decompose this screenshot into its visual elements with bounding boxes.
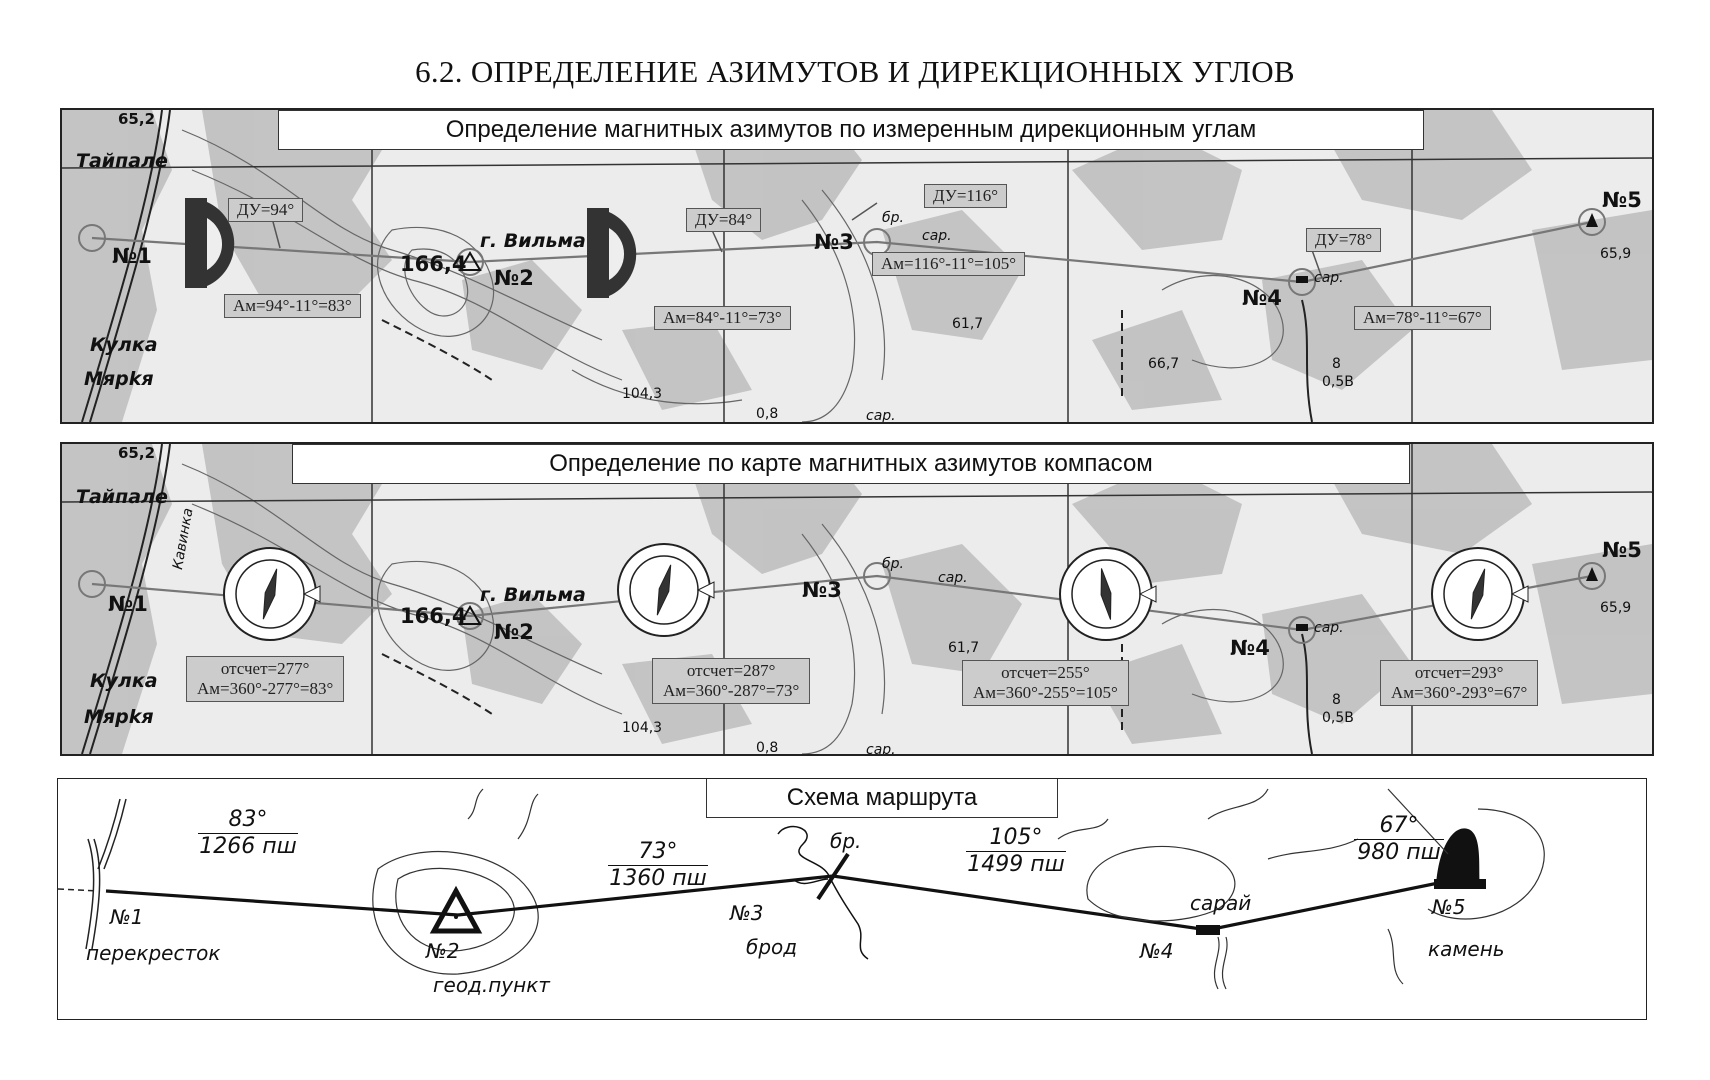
point-2-desc: геод.пункт xyxy=(433,973,550,997)
leg-3-azimuth: 105° xyxy=(966,825,1066,852)
reading-1-line1: отсчет=277° xyxy=(220,659,310,678)
depth-label-2: 0,8 xyxy=(756,740,779,756)
barn-label-2c: сар. xyxy=(866,742,896,756)
route-scheme: Схема маршрута 83° 1266 пш 73° 1360 пш 1… xyxy=(57,778,1647,1020)
height-65: 65,9 xyxy=(1600,246,1632,262)
height-66: 66,7 xyxy=(1148,356,1180,372)
point-5-desc: камень xyxy=(1428,937,1505,961)
height-104-2: 104,3 xyxy=(622,720,663,736)
elev-label-2: 65,2 xyxy=(118,444,156,462)
topo-map-2 xyxy=(62,444,1652,754)
point-2-label-2: №2 xyxy=(494,620,534,644)
leg-4-label: 67° 980 пш xyxy=(1354,813,1444,866)
point-3-label-2: №3 xyxy=(802,578,842,602)
place-vilma-2: г. Вильма xyxy=(480,584,586,606)
am-box-4: Ам=78°-11°=67° xyxy=(1354,306,1491,330)
ford-label-2: бр. xyxy=(882,556,904,572)
point-1-label-2: №1 xyxy=(108,592,148,616)
place-kulka: Кулка xyxy=(90,334,158,356)
point-4-label: №4 xyxy=(1242,286,1282,310)
scheme-title: Схема маршрута xyxy=(706,779,1058,818)
place-tajpale: Тайпале xyxy=(76,150,168,172)
du-box-3: ДУ=116° xyxy=(924,184,1008,208)
reading-3-line2: Ам=360°-255°=105° xyxy=(973,683,1118,702)
point-5-number: №5 xyxy=(1432,895,1466,919)
reading-box-2: отсчет=287° Ам=360°-287°=73° xyxy=(652,658,811,704)
du-box-2: ДУ=84° xyxy=(686,208,762,232)
map-panel-dirangles: Определение магнитных азимутов по измере… xyxy=(60,108,1654,424)
am-box-2: Ам=84°-11°=73° xyxy=(654,306,791,330)
reading-2-line2: Ам=360°-287°=73° xyxy=(663,681,800,700)
topo-map-1 xyxy=(62,110,1652,422)
leg-2-label: 73° 1360 пш xyxy=(608,839,708,892)
panel1-title: Определение магнитных азимутов по измере… xyxy=(278,110,1424,150)
place-kulka-2: Кулка xyxy=(90,670,158,692)
depth-label: 0,8 xyxy=(756,406,779,422)
river-bottom: 0,5В xyxy=(1322,374,1354,390)
ford-label: бр. xyxy=(882,210,904,226)
am-box-1: Ам=94°-11°=83° xyxy=(224,294,361,318)
reading-4-line2: Ам=360°-293°=67° xyxy=(1391,683,1528,702)
barn-label-2a: сар. xyxy=(938,570,968,586)
reading-4-line1: отсчет=293° xyxy=(1414,663,1504,682)
reading-box-1: отсчет=277° Ам=360°-277°=83° xyxy=(186,656,345,702)
point-3-desc: брод xyxy=(746,935,798,959)
leg-1-azimuth: 83° xyxy=(198,807,298,834)
point-3-label: №3 xyxy=(814,230,854,254)
leg-1-distance: 1266 пш xyxy=(199,834,297,859)
point-1-desc: перекресток xyxy=(86,941,221,965)
place-myarkya: Мярkя xyxy=(84,368,154,390)
barn-label-a: сар. xyxy=(922,228,952,244)
river-depth-2: 8 xyxy=(1332,692,1341,708)
leg-2-distance: 1360 пш xyxy=(609,866,707,891)
elev-label: 65,2 xyxy=(118,110,156,128)
point-5-label: №5 xyxy=(1602,188,1642,212)
point-4-label-2: №4 xyxy=(1230,636,1270,660)
compass-group xyxy=(223,543,1529,641)
place-myarkya-2: Мярkя xyxy=(84,706,154,728)
point-1-label: №1 xyxy=(112,244,152,268)
reading-1-line2: Ам=360°-277°=83° xyxy=(197,679,334,698)
point-2-number: №2 xyxy=(426,939,460,963)
reading-box-4: отсчет=293° Ам=360°-293°=67° xyxy=(1380,660,1539,706)
reading-3-line1: отсчет=255° xyxy=(1001,663,1090,682)
map-panel-compass: Определение по карте магнитных азимутов … xyxy=(60,442,1654,756)
du-box-1: ДУ=94° xyxy=(228,198,304,222)
place-tajpale-2: Тайпале xyxy=(76,486,168,508)
point-4-desc: сарай xyxy=(1190,891,1252,915)
page-title: 6.2. ОПРЕДЕЛЕНИЕ АЗИМУТОВ И ДИРЕКЦИОННЫХ… xyxy=(415,54,1295,89)
du-box-4: ДУ=78° xyxy=(1306,228,1382,252)
river-bottom-2: 0,5В xyxy=(1322,710,1354,726)
height-61: 61,7 xyxy=(952,316,984,332)
am-box-3: Ам=116°-11°=105° xyxy=(872,252,1026,276)
reading-box-3: отсчет=255° Ам=360°-255°=105° xyxy=(962,660,1129,706)
leg-3-label: 105° 1499 пш xyxy=(966,825,1066,878)
route-scheme-drawing xyxy=(58,788,1545,990)
height-61-2: 61,7 xyxy=(948,640,980,656)
panel2-title: Определение по карте магнитных азимутов … xyxy=(292,444,1410,484)
barn-label-b: сар. xyxy=(1314,270,1344,286)
point-1-number: №1 xyxy=(110,905,144,929)
barn-label-c: сар. xyxy=(866,408,896,424)
height-104: 104,3 xyxy=(622,386,663,402)
leg-3-distance: 1499 пш xyxy=(967,852,1065,877)
point-2-label: №2 xyxy=(494,266,534,290)
point-4-number: №4 xyxy=(1140,939,1174,963)
height-65-2: 65,9 xyxy=(1600,600,1632,616)
ford-label-scheme: бр. xyxy=(830,829,862,853)
height-166-2: 166,4 xyxy=(400,604,467,628)
leg-4-distance: 980 пш xyxy=(1357,840,1441,865)
barn-label-2b: сар. xyxy=(1314,620,1344,636)
point-5-label-2: №5 xyxy=(1602,538,1642,562)
leg-2-azimuth: 73° xyxy=(608,839,708,866)
river-depth: 8 xyxy=(1332,356,1341,372)
height-166: 166,4 xyxy=(400,252,467,276)
point-3-number: №3 xyxy=(730,901,764,925)
place-vilma: г. Вильма xyxy=(480,230,586,252)
leg-1-label: 83° 1266 пш xyxy=(198,807,298,860)
reading-2-line1: отсчет=287° xyxy=(686,661,776,680)
leg-4-azimuth: 67° xyxy=(1354,813,1444,840)
